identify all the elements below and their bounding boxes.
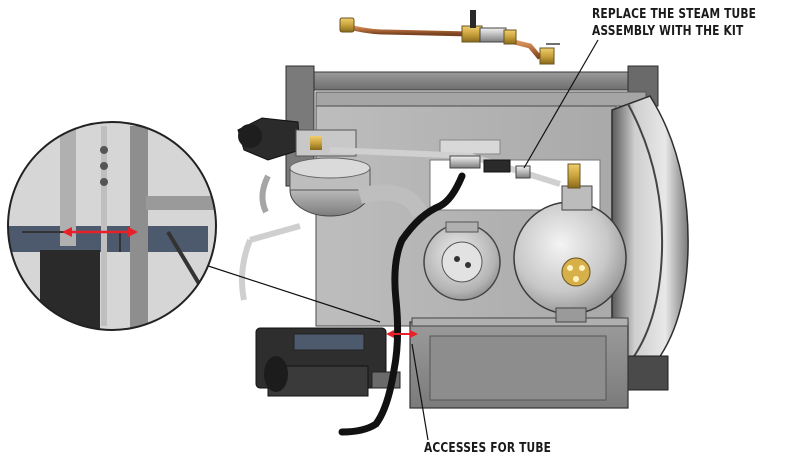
zoom-detail bbox=[7, 121, 217, 331]
steam-tube-callout-line2: ASSEMBLY WITH THE KIT bbox=[592, 24, 744, 39]
large-boiler bbox=[513, 163, 627, 323]
water-hose bbox=[338, 172, 466, 436]
side-panel bbox=[611, 95, 689, 391]
leader-lines bbox=[195, 39, 599, 441]
tube-access-callout: ACCESSES FOR TUBE bbox=[424, 441, 552, 456]
electronics-box bbox=[409, 317, 629, 409]
installed-steam-tube bbox=[329, 147, 561, 187]
access-arrow bbox=[386, 330, 418, 338]
pump-unit bbox=[255, 327, 401, 397]
steam-tube-kit bbox=[339, 10, 555, 65]
small-boiler bbox=[423, 221, 501, 301]
steam-tube-callout-line1: REPLACE THE STEAM TUBE bbox=[592, 7, 757, 22]
steam-tube-callout: REPLACE THE STEAM TUBE ASSEMBLY WITH THE… bbox=[592, 6, 756, 40]
